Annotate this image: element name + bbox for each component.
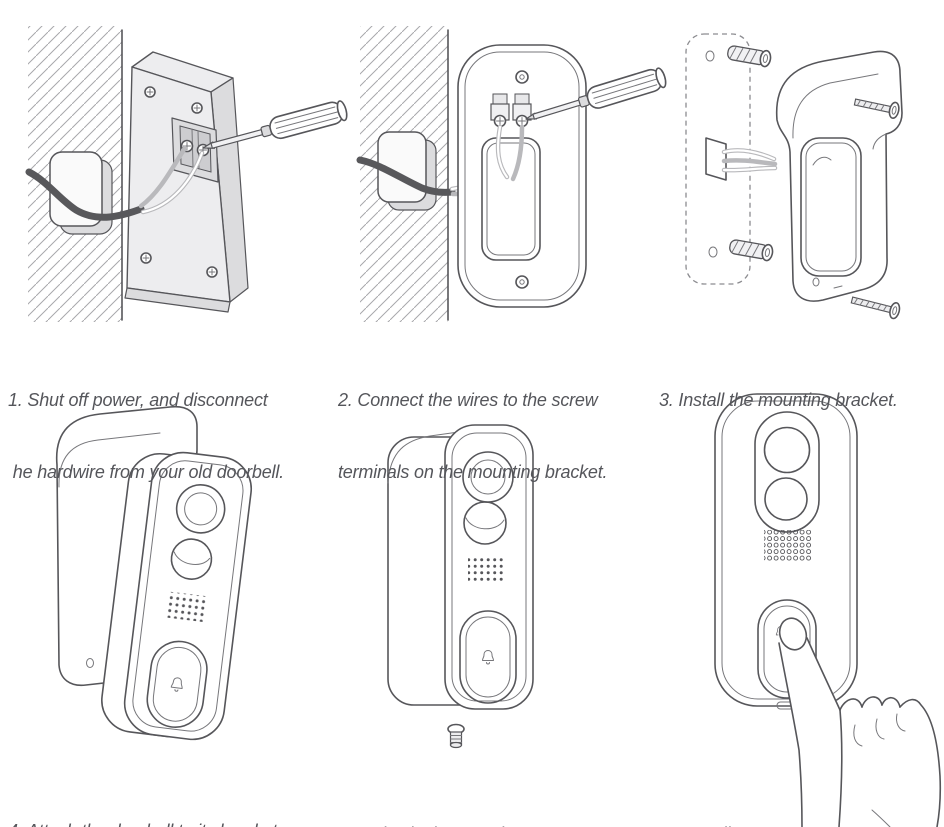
wall-anchor-icon — [727, 45, 772, 68]
step-5-illustration — [387, 424, 534, 749]
step-2-caption-line-2: terminals on the mounting bracket. — [338, 462, 608, 482]
doorbell-on-bracket — [387, 424, 534, 710]
fingertip — [778, 617, 808, 651]
doorbell-button — [459, 610, 517, 704]
old-doorbell-box — [124, 51, 249, 313]
wires-to-terminals — [495, 124, 525, 182]
step-1-caption-line-2: he hardwire from your old doorbell. — [8, 462, 284, 482]
step-3-caption-line-1: 3. Install the mounting bracket. — [659, 390, 898, 410]
step-4-figure — [20, 395, 320, 755]
step-5-caption: 5. Drive in the security screw. — [344, 774, 572, 827]
doorbell-wires — [721, 148, 778, 173]
screw-terminals — [490, 93, 532, 128]
step-2-caption-line-1: 2. Connect the wires to the screw — [338, 390, 598, 410]
speaker-grille — [468, 555, 506, 581]
corner-screws — [140, 86, 218, 278]
step-4-illustration — [55, 405, 253, 741]
mounting-bracket — [457, 44, 587, 308]
screwdriver-icon — [202, 100, 348, 149]
motion-sensor — [170, 538, 213, 580]
mounting-screw-icon — [853, 98, 900, 119]
step-1-illustration — [25, 26, 348, 322]
step-2-illustration — [356, 26, 667, 322]
speaker-grille — [764, 530, 812, 562]
doorbell-wires — [25, 145, 205, 221]
step-4-caption: 4. Attach the doorbell to its bracket. — [8, 771, 282, 827]
wall-anchor-icon — [729, 239, 774, 262]
security-screw-icon — [447, 723, 465, 749]
step-4-caption-line-1: 4. Attach the doorbell to its bracket. — [8, 819, 282, 827]
speaker-grille — [167, 591, 209, 623]
step-6-caption: 6. All set! Congrats! — [692, 774, 844, 827]
camera-lens — [175, 484, 226, 534]
camera-lens — [763, 426, 811, 474]
step-6-illustration — [714, 393, 942, 827]
mounting-screw-icon — [850, 296, 901, 320]
doorbell — [101, 451, 253, 741]
bell-icon — [482, 650, 494, 665]
step-1-caption: 1. Shut off power, and disconnect he har… — [8, 340, 284, 532]
step-5-caption-line-1: 5. Drive in the security screw. — [344, 822, 572, 827]
step-3-figure — [650, 20, 944, 330]
step-5-figure — [330, 395, 630, 755]
mounting-bracket — [775, 50, 903, 302]
step-1-figure — [0, 20, 348, 325]
step-6-caption-line-1: 6. All set! Congrats! — [692, 822, 844, 827]
screwdriver-icon — [525, 67, 667, 120]
step-6-figure — [650, 380, 944, 827]
step-3-caption: 3. Install the mounting bracket. — [659, 340, 898, 460]
step-1-caption-line-1: 1. Shut off power, and disconnect — [8, 390, 268, 410]
motion-sensor — [764, 477, 808, 521]
motion-sensor — [463, 501, 507, 545]
drill-template-outline — [685, 33, 751, 285]
bell-icon — [170, 677, 183, 692]
doorbell-button — [146, 640, 208, 728]
step-2-figure — [330, 20, 675, 325]
pressing-hand — [778, 617, 942, 827]
step-2-caption: 2. Connect the wires to the screw termin… — [338, 340, 608, 532]
doorbell-front — [714, 393, 858, 710]
step-3-illustration — [685, 33, 903, 320]
